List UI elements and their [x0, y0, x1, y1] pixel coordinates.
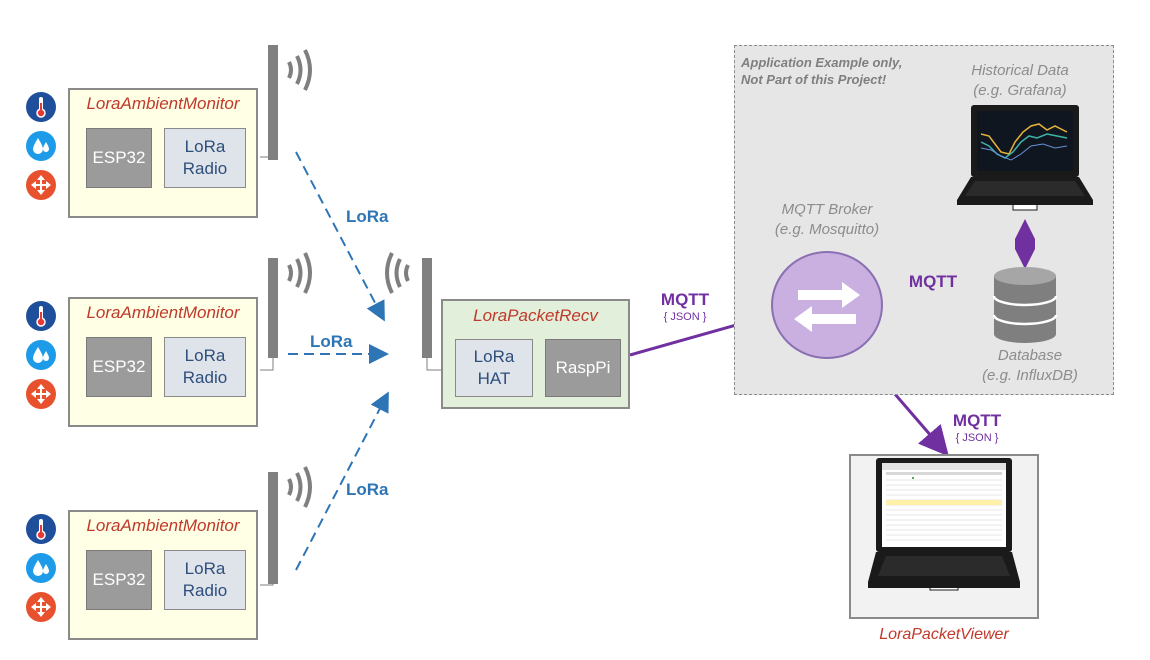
monitor-title: LoraAmbientMonitor [86, 303, 240, 322]
packet-receiver-node: LoraPacketRecv LoRa HAT RaspPi [441, 299, 630, 409]
esp32-chip: ESP32 [86, 550, 152, 610]
receiver-antenna-icon [385, 252, 441, 371]
mqtt-label-2: MQTT [908, 272, 958, 291]
water-drops-icon [26, 553, 56, 583]
esp32-chip: ESP32 [86, 128, 152, 188]
esp32-chip: ESP32 [86, 337, 152, 397]
thermometer-icon [26, 92, 56, 122]
json-label-1: { JSON } [663, 311, 707, 323]
json-label-3: { JSON } [955, 432, 999, 444]
move-arrows-icon [26, 170, 56, 200]
antenna-icon [260, 45, 312, 160]
lora-radio-chip: LoRa Radio [164, 337, 246, 397]
database-icon [992, 267, 1058, 343]
thermometer-icon [26, 514, 56, 544]
antenna-icon [260, 252, 312, 371]
ambient-monitor-node-3: LoraAmbientMonitor ESP32 LoRa Radio [68, 510, 258, 640]
mqtt-label-3: MQTT [952, 411, 1002, 430]
historical-data-caption: Historical Data (e.g. Grafana) [971, 62, 1069, 99]
lora-link-3 [295, 391, 389, 571]
receiver-title: LoraPacketRecv [473, 306, 598, 325]
lora-link-1 [295, 151, 385, 322]
monitor-title: LoraAmbientMonitor [86, 516, 240, 535]
packet-viewer-laptop-icon [868, 458, 1020, 591]
monitor-title: LoraAmbientMonitor [86, 94, 240, 113]
lora-hat-chip: LoRa HAT [455, 339, 533, 397]
ambient-monitor-node-1: LoraAmbientMonitor ESP32 LoRa Radio [68, 88, 258, 218]
lora-label-3: LoRa [346, 480, 389, 499]
lora-label-1: LoRa [346, 207, 389, 226]
water-drops-icon [26, 340, 56, 370]
mqtt-label-1: MQTT [660, 290, 710, 309]
move-arrows-icon [26, 379, 56, 409]
thermometer-icon [26, 301, 56, 331]
lora-radio-chip: LoRa Radio [164, 550, 246, 610]
lora-radio-chip: LoRa Radio [164, 128, 246, 188]
antenna-icon [260, 466, 312, 586]
application-note: Application Example only, Not Part of th… [741, 55, 903, 87]
database-caption: Database (e.g. InfluxDB) [982, 347, 1078, 384]
grafana-laptop-icon [957, 105, 1093, 211]
mqtt-broker-icon [771, 251, 883, 359]
packet-viewer-caption: LoraPacketViewer [879, 626, 1009, 643]
ambient-monitor-node-2: LoraAmbientMonitor ESP32 LoRa Radio [68, 297, 258, 427]
lora-label-2: LoRa [310, 332, 353, 351]
water-drops-icon [26, 131, 56, 161]
move-arrows-icon [26, 592, 56, 622]
raspberry-pi-chip: RaspPi [545, 339, 621, 397]
grafana-db-double-arrow [1015, 219, 1035, 269]
mqtt-broker-caption: MQTT Broker (e.g. Mosquitto) [774, 201, 880, 238]
